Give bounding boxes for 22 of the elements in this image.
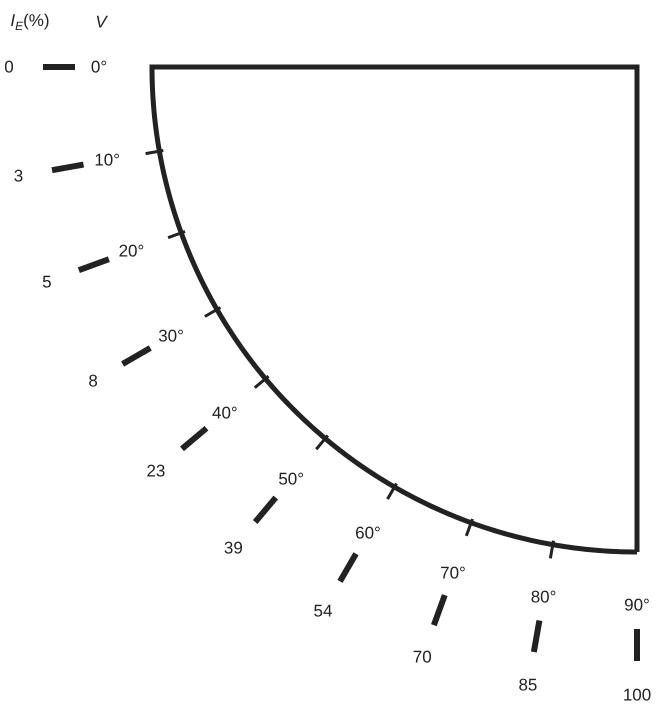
- angle-label: 70°: [440, 564, 466, 582]
- scale-heading: I$_{E}$(%): [10, 12, 50, 32]
- angle-label: 0°: [90, 58, 108, 76]
- percentage-label: 100: [622, 686, 652, 704]
- angle-label: 10°: [94, 152, 120, 169]
- angle-label: 50°: [278, 470, 304, 488]
- angle-label: 80°: [530, 588, 556, 606]
- percentage-label: 3: [14, 168, 24, 185]
- percentage-label: 23: [146, 462, 166, 480]
- percentage-label: 85: [518, 676, 538, 694]
- angle-label: 90°: [624, 596, 650, 614]
- angle-label: 20°: [118, 242, 144, 260]
- percentage-label: 70: [412, 648, 432, 666]
- percentage-label: 8: [88, 372, 98, 390]
- angle-label: 30°: [158, 328, 184, 344]
- percentage-label: 54: [314, 602, 332, 620]
- angle-label: 60°: [355, 524, 381, 542]
- percentage-label: 5: [42, 273, 52, 290]
- percentage-label: 39: [224, 540, 243, 557]
- scale-heading: V: [95, 14, 107, 30]
- angle-label: 40°: [212, 404, 238, 422]
- percentage-label: 0: [4, 58, 14, 76]
